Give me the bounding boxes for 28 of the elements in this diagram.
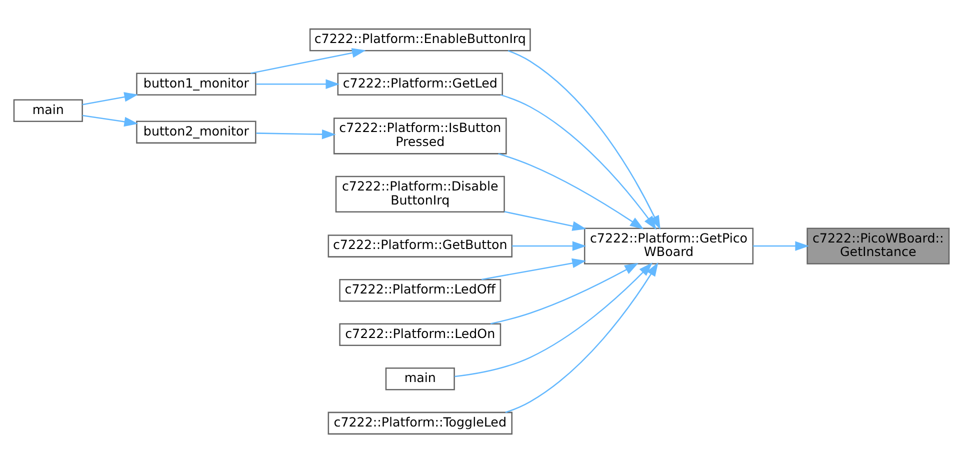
- node-box: main: [385, 367, 455, 390]
- arrow: [498, 152, 644, 229]
- arrow: [82, 114, 138, 126]
- node-box: c7222::PicoWBoard:: GetInstance: [806, 227, 950, 264]
- node-box: button1_monitor: [136, 72, 256, 95]
- arrow: [481, 258, 586, 280]
- arrow: [512, 240, 586, 250]
- arrow: [500, 94, 657, 230]
- node-box: c7222::Platform::EnableButtonIrq: [309, 28, 531, 51]
- arrow: [256, 128, 336, 139]
- node-box: c7222::Platform::GetLed: [337, 72, 503, 95]
- arrow: [256, 78, 340, 88]
- node-box: c7222::Platform::ToggleLed: [328, 411, 512, 434]
- node-box: c7222::Platform::GetPico WBoard: [584, 227, 754, 264]
- node-box: c7222::Platform::Disable ButtonIrq: [335, 175, 505, 212]
- node-box: c7222::Platform::LedOff: [339, 278, 502, 302]
- arrow: [505, 262, 658, 413]
- node-box: c7222::Platform::GetButton: [328, 234, 512, 257]
- arrow: [752, 240, 810, 250]
- arrow: [82, 92, 138, 105]
- node-box: button2_monitor: [136, 120, 256, 144]
- node-box: main: [13, 98, 83, 122]
- arrow: [454, 262, 653, 377]
- arrow: [250, 48, 366, 74]
- arrow: [490, 262, 639, 324]
- node-box: c7222::Platform::LedOn: [339, 322, 502, 346]
- node-box: c7222::Platform::IsButton Pressed: [333, 117, 507, 154]
- arrow: [504, 210, 586, 230]
